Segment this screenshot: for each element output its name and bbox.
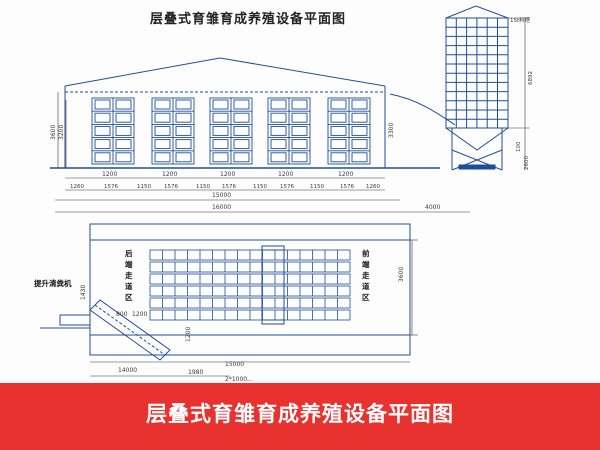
- svg-text:区: 区: [362, 293, 370, 302]
- row-dims-bottom: 1260 1576 1150 1576 1150 1576 1150 1576 1150 1576…: [70, 184, 380, 190]
- svg-text:端: 端: [362, 259, 370, 269]
- cage-stack-5: [327, 97, 371, 165]
- row-dim-bottom-8: 1576: [280, 184, 294, 190]
- svg-text:道: 道: [362, 281, 370, 291]
- cage-stack-2: [151, 97, 195, 165]
- row-dim-top-1: 1200: [102, 171, 117, 178]
- svg-text:走: 走: [125, 270, 133, 280]
- silo-capacity-label: 15t料塔: [510, 16, 531, 24]
- plan-bottom-wall: [89, 334, 411, 356]
- lifter-label: 提升清粪机: [34, 278, 72, 288]
- caption-banner-text: 层叠式育雏育成养殖设备平面图: [146, 402, 454, 426]
- feed-silo: [445, 5, 509, 171]
- equipment-drawing: 3600 3200 3300 1200 1200 1200 1200 1200 1260…: [34, 5, 534, 383]
- house-plan: [89, 223, 411, 356]
- plan-bottom-dim-2: 1980: [188, 369, 203, 376]
- silo-height-dim: 6892: [528, 71, 534, 85]
- left-height-dim-2: 3200: [58, 125, 65, 140]
- overall-dim-15000: 15000: [212, 192, 231, 199]
- plan-side-dim-1: 1200: [185, 327, 192, 342]
- svg-text:端: 端: [125, 259, 133, 269]
- cage-stack-1: [91, 97, 135, 165]
- silo-base-dim-1: 100: [516, 141, 522, 152]
- row-dims-top: 1200 1200 1200 1200 1200: [102, 171, 353, 178]
- plan-small-dim: 800: [116, 311, 128, 318]
- row-dim-bottom-2: 1576: [104, 184, 118, 190]
- overall-dim-16000: 16000: [212, 204, 231, 211]
- row-dim-top-2: 1200: [162, 171, 177, 178]
- svg-text:前: 前: [362, 248, 370, 258]
- plan-cage-row-1: [149, 249, 351, 261]
- plan-cage-row-4: [149, 285, 351, 297]
- svg-text:走: 走: [362, 270, 370, 280]
- silo-labels: 15t料塔 6892 100 2600: [510, 16, 534, 170]
- plan-width-dim: 3600: [398, 267, 405, 282]
- row-dim-top-3: 1200: [220, 171, 235, 178]
- row-dim-bottom-9: 1150: [310, 184, 324, 190]
- silo-offset-dim: 4000: [425, 204, 440, 211]
- plan-dim-lines: [90, 239, 418, 377]
- row-dim-bottom-6: 1576: [222, 184, 236, 190]
- plan-bottom-dim-3: 15000: [225, 361, 244, 368]
- cage-stack-4: [267, 97, 311, 165]
- plan-cage-row-3: [149, 273, 351, 285]
- plan-cage-rows: [149, 249, 351, 321]
- plan-bottom-dim-1: 14000: [118, 367, 137, 374]
- row-dim-top-4: 1200: [278, 171, 293, 178]
- silo-base-dim-2: 2600: [524, 156, 530, 170]
- cage-stacks: [91, 97, 371, 165]
- roof-outline: [64, 57, 386, 87]
- plan-cage-row-5: [149, 297, 351, 309]
- svg-text:后: 后: [125, 248, 133, 258]
- row-dim-bottom-11: 1260: [366, 184, 380, 190]
- plan-cage-row-2: [149, 261, 351, 273]
- plan-dimensions: 3600 1200 1430 1200 800 14000 1980 15000…: [80, 267, 405, 383]
- caption-banner: [0, 383, 600, 450]
- cage-stack-3: [209, 97, 253, 165]
- elevation-dim-lines: [55, 92, 470, 213]
- drawing-title: 层叠式育雏育成养殖设备平面图: [150, 12, 347, 27]
- feed-pipe: [389, 93, 456, 126]
- row-dim-bottom-1: 1260: [70, 184, 84, 190]
- elevation-dimensions: 3600 3200 3300 1200 1200 1200 1200 1200 1260…: [50, 123, 440, 211]
- left-height-dim-1: 3600: [50, 125, 57, 140]
- row-dim-bottom-7: 1150: [253, 184, 267, 190]
- plan-top-wall: [89, 223, 411, 241]
- svg-text:区: 区: [125, 293, 133, 302]
- plan-side-dim-3: 1200: [132, 311, 147, 318]
- plan-side-dim-2: 1430: [80, 285, 87, 300]
- row-dim-bottom-4: 1576: [164, 184, 178, 190]
- plan-partial-label: 2*1000...: [225, 376, 253, 383]
- manure-lift: [40, 299, 171, 361]
- row-dim-bottom-10: 1576: [340, 184, 354, 190]
- row-dim-top-5: 1200: [338, 171, 353, 178]
- row-dim-bottom-5: 1150: [196, 184, 210, 190]
- house-elevation: [50, 57, 440, 169]
- silo-dim-lines: [508, 17, 530, 170]
- row-dim-bottom-3: 1150: [137, 184, 151, 190]
- plan-cage-row-6: [149, 309, 351, 321]
- plan-center-unit: [261, 245, 285, 325]
- svg-text:道: 道: [125, 281, 133, 291]
- right-height-dim: 3300: [388, 123, 395, 138]
